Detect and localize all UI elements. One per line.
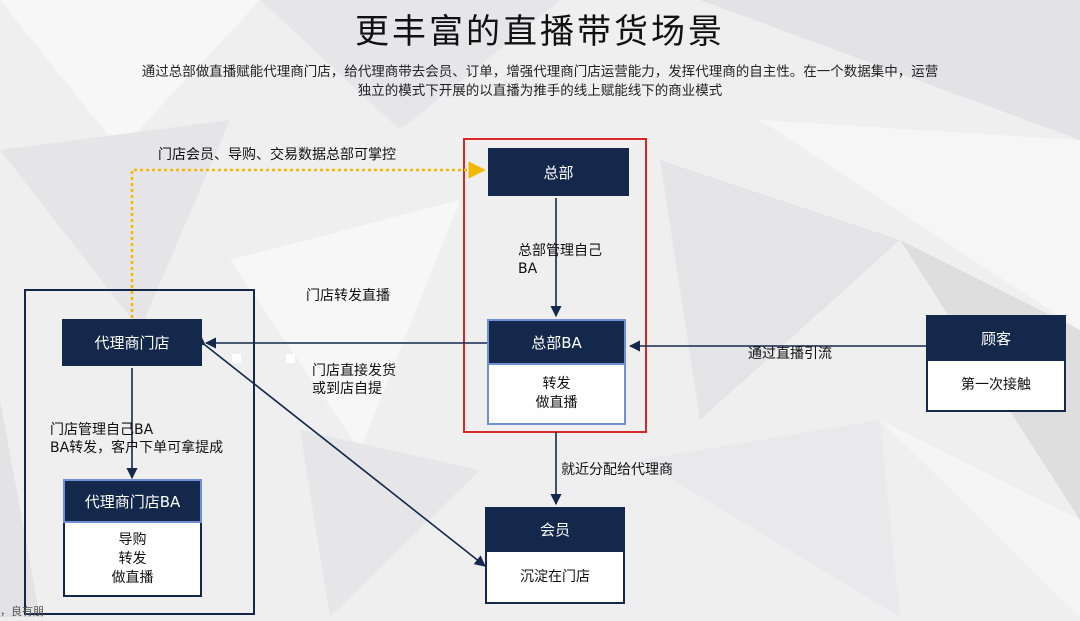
- corner-fragment-text: ，良有朋: [0, 605, 44, 618]
- label-store-ship: 门店直接发货 或到店自提: [312, 362, 396, 398]
- hq-node[interactable]: 总部: [488, 148, 629, 196]
- label-store-ship-2: 或到店自提: [312, 381, 382, 397]
- agent-store-ba-desc-panel: 导购 转发 做直播: [63, 523, 202, 597]
- member-desc-panel: 沉淀在门店: [485, 552, 625, 604]
- hq-ba-desc-2: 做直播: [535, 395, 578, 411]
- page-subtitle: 通过总部做直播赋能代理商门店，给代理商带去会员、订单，增强代理商门店运营能力，发…: [60, 63, 1020, 101]
- member-desc: 沉淀在门店: [520, 568, 590, 585]
- customer-desc: 第一次接触: [961, 377, 1031, 393]
- agent-store-ba-node[interactable]: 代理商门店BA: [63, 479, 202, 523]
- label-hq-manage-ba-2: BA: [518, 261, 538, 277]
- customer-desc-panel: 第一次接触: [926, 361, 1066, 412]
- label-store-manage-ba-2: BA转发，客户下单可拿提成: [50, 440, 224, 456]
- label-store-manage-ba-1: 门店管理自己BA: [50, 422, 154, 438]
- label-store-ship-1: 门店直接发货: [312, 363, 396, 379]
- marker-square-1: [232, 354, 241, 363]
- agent-store-ba-desc-1: 导购: [118, 531, 147, 548]
- label-store-forward-live: 门店转发直播: [306, 288, 390, 304]
- label-nearby-assign: 就近分配给代理商: [561, 462, 673, 478]
- agent-store-ba-desc-2: 转发: [118, 550, 147, 567]
- subtitle-line-2: 独立的模式下开展的以直播为推手的线上赋能线下的商业模式: [357, 83, 723, 99]
- page-title: 更丰富的直播带货场景: [355, 12, 725, 52]
- subtitle-line-1: 通过总部做直播赋能代理商门店，给代理商带去会员、订单，增强代理商门店运营能力，发…: [141, 64, 939, 80]
- member-node[interactable]: 会员: [485, 507, 625, 552]
- label-data-control: 门店会员、导购、交易数据总部可掌控: [158, 147, 396, 163]
- hq-ba-desc-1: 转发: [542, 376, 571, 392]
- label-hq-manage-ba-1: 总部管理自己: [518, 243, 602, 259]
- hq-ba-node[interactable]: 总部BA: [487, 319, 626, 365]
- customer-node[interactable]: 顾客: [926, 315, 1066, 361]
- marker-square-2: [286, 354, 295, 363]
- agent-store-ba-desc-3: 做直播: [111, 569, 154, 586]
- label-hq-manage-ba: 总部管理自己 BA: [518, 242, 602, 278]
- hq-ba-desc-panel: 转发 做直播: [487, 365, 626, 425]
- label-live-traffic: 通过直播引流: [748, 346, 832, 362]
- agent-store-node[interactable]: 代理商门店: [62, 319, 202, 366]
- label-store-manage-ba: 门店管理自己BA BA转发，客户下单可拿提成: [50, 421, 223, 457]
